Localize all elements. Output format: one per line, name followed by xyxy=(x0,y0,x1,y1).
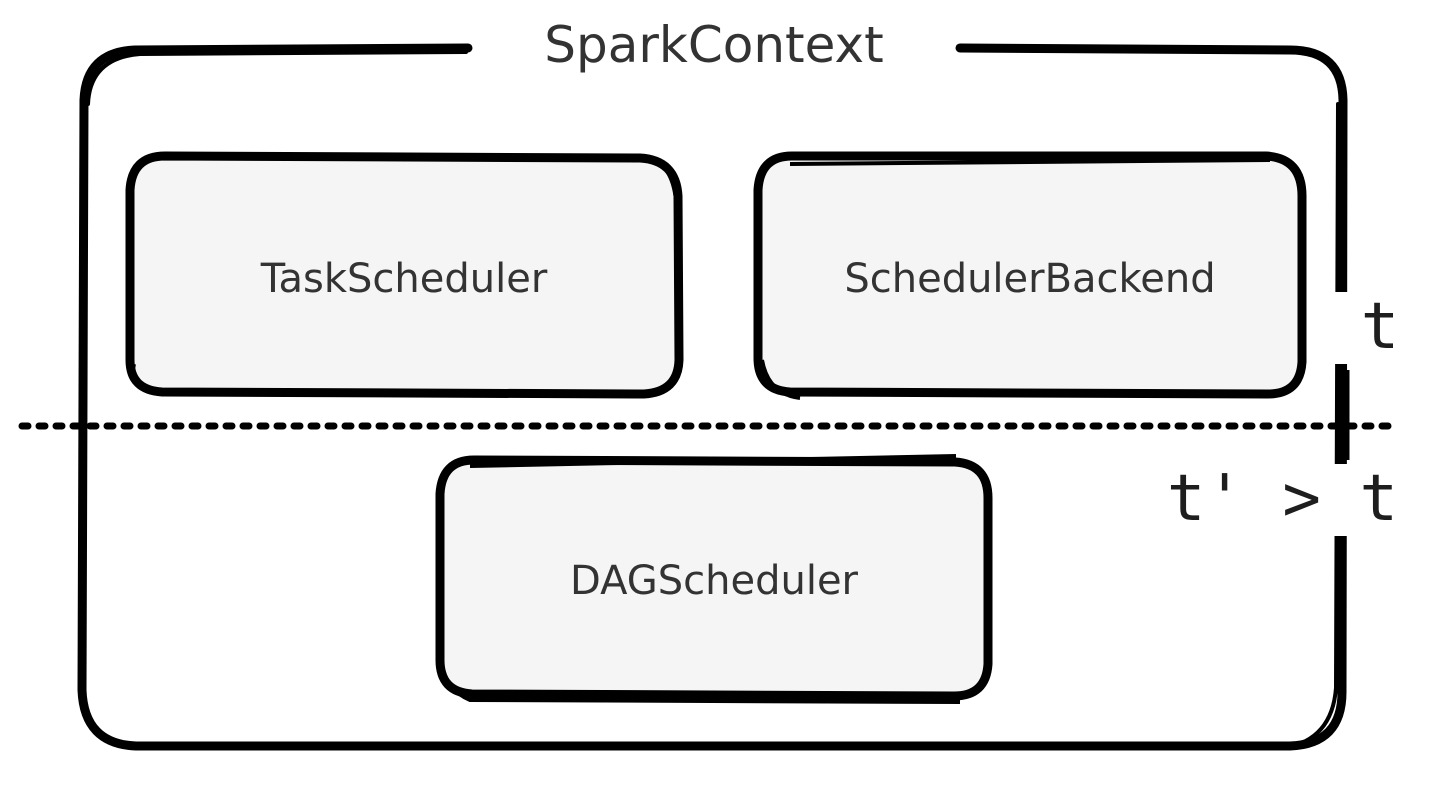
label-gap-t-prime xyxy=(1334,464,1354,536)
container-border-sketch xyxy=(86,50,1340,750)
task-scheduler-shape xyxy=(125,151,684,399)
task-scheduler-box[interactable]: TaskScheduler xyxy=(125,151,684,399)
container-title: SparkContext xyxy=(544,16,884,74)
time-label-t-prime: t' > t xyxy=(1167,462,1398,536)
sparkcontext-container: SparkContext xyxy=(77,16,1348,751)
dag-scheduler-box[interactable]: DAGScheduler xyxy=(435,454,993,704)
scheduler-backend-sketch xyxy=(760,158,1271,400)
scheduler-backend-shape xyxy=(753,151,1307,399)
dag-scheduler-label: DAGScheduler xyxy=(570,558,859,604)
scheduler-backend-label: SchedulerBackend xyxy=(844,256,1215,302)
dag-scheduler-shape xyxy=(435,455,993,701)
scheduler-backend-box[interactable]: SchedulerBackend xyxy=(753,151,1307,400)
dag-scheduler-sketch xyxy=(440,454,961,704)
task-scheduler-sketch xyxy=(131,158,678,394)
label-gap-t xyxy=(1334,292,1354,364)
task-scheduler-label: TaskScheduler xyxy=(260,256,548,302)
time-label-t: t xyxy=(1361,290,1400,364)
